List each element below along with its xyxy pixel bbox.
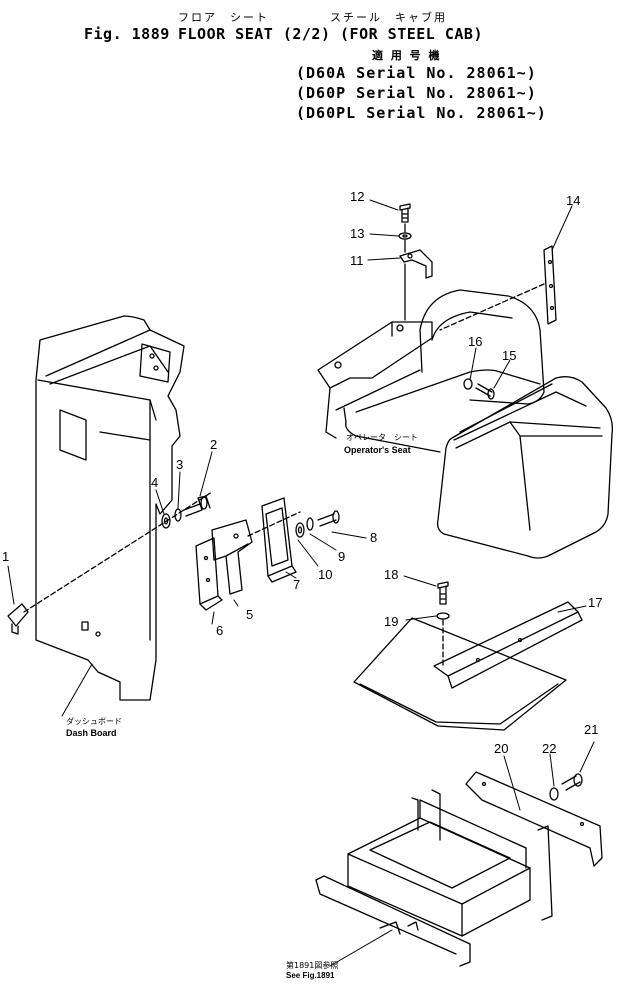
- bracket-11: [399, 249, 433, 279]
- bracket-5: [211, 519, 253, 595]
- seat-console-box: [436, 376, 614, 559]
- dash-board-label-jp: ダッシュボード: [66, 717, 122, 726]
- serial-line-d60a: (D60A Serial No. 28061~): [296, 64, 537, 82]
- leader-lines: [7, 199, 595, 967]
- serial-line-d60pl: (D60PL Serial No. 28061~): [296, 104, 547, 122]
- washer-3: [174, 508, 182, 522]
- bolt-15: [475, 383, 495, 400]
- callout-16: 16: [468, 334, 483, 349]
- title-jp-floor-seat: フロア シート: [178, 11, 269, 24]
- callout-5: 5: [246, 607, 254, 622]
- washer-13: [398, 232, 412, 240]
- plate-7: [261, 497, 297, 583]
- operator-seat-label: Operator's Seat: [344, 445, 411, 455]
- washer-19: [436, 612, 450, 620]
- seat-frame-bracket: [317, 321, 433, 439]
- operator-seat-label-jp: オペレータ シート: [346, 433, 418, 442]
- washer-16: [463, 378, 473, 390]
- figure-number: Fig. 1889: [84, 25, 170, 43]
- washer-22: [549, 787, 559, 801]
- applicable-models-jp: 適 用 号 機: [372, 49, 442, 62]
- bolt-21: [561, 773, 583, 791]
- callout-13: 13: [350, 226, 365, 241]
- callout-19: 19: [384, 614, 399, 629]
- callout-3: 3: [176, 457, 184, 472]
- serial-line-d60p: (D60P Serial No. 28061~): [296, 84, 537, 102]
- callout-10: 10: [318, 567, 333, 582]
- callout-14: 14: [566, 193, 581, 208]
- see-fig-label-jp: 第1891図参照: [286, 961, 339, 970]
- knob-1: [7, 603, 29, 635]
- callout-20: 20: [494, 741, 509, 756]
- washer-10: [295, 522, 305, 538]
- bracket-6: [195, 537, 223, 611]
- callout-8: 8: [370, 530, 378, 545]
- washer-4: [161, 513, 171, 529]
- seat-stand-frame: [315, 789, 553, 967]
- center-line-5-to-7: [247, 511, 301, 537]
- plate-14: [543, 245, 557, 325]
- bracket-20: [465, 771, 603, 867]
- callout-17: 17: [588, 595, 603, 610]
- page-title: FLOOR SEAT (2/2) (FOR STEEL CAB): [178, 25, 483, 43]
- callout-4: 4: [151, 475, 159, 490]
- bolt-12: [399, 203, 411, 223]
- callout-12: 12: [350, 189, 365, 204]
- bolt-18: [437, 581, 449, 605]
- center-line-14: [439, 283, 545, 331]
- callout-22: 22: [542, 741, 557, 756]
- callout-1: 1: [2, 549, 10, 564]
- washer-9: [306, 517, 314, 531]
- dash-board-label: Dash Board: [66, 728, 117, 738]
- dash-board: [35, 315, 185, 701]
- callout-15: 15: [502, 348, 517, 363]
- callout-21: 21: [584, 722, 599, 737]
- seat-cushion: [343, 369, 541, 453]
- callout-2: 2: [210, 437, 218, 452]
- callout-6: 6: [216, 623, 224, 638]
- bolt-8: [317, 510, 340, 527]
- callout-7: 7: [293, 577, 301, 592]
- callout-9: 9: [338, 549, 346, 564]
- callout-11: 11: [350, 253, 364, 268]
- see-fig-label: See Fig.1891: [286, 971, 335, 980]
- floor-plate-17: [353, 601, 583, 731]
- callout-18: 18: [384, 567, 399, 582]
- title-jp-steel-cab: スチール キャブ用: [330, 11, 447, 24]
- bolt-2: [183, 495, 211, 517]
